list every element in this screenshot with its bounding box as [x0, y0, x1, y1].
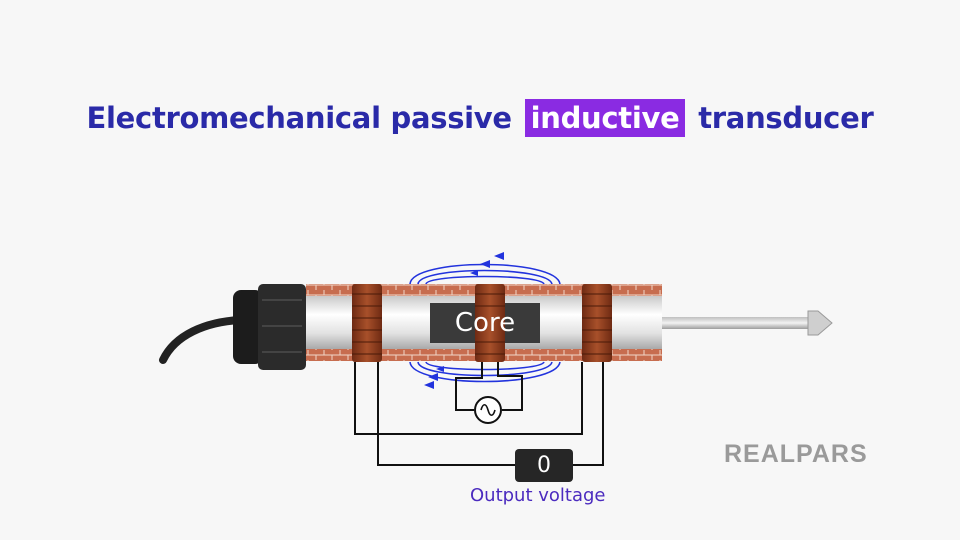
coil-center [475, 284, 505, 362]
field-arrow-icon [424, 366, 444, 389]
output-wiring [354, 362, 604, 466]
excitation-wiring [455, 362, 523, 411]
core-label: Core [454, 308, 516, 338]
title-text-after: transducer [698, 101, 874, 135]
coil-left [352, 284, 382, 362]
field-lines-bottom [409, 361, 561, 383]
title-highlight: inductive [524, 99, 686, 137]
cable [159, 316, 244, 364]
connector-housing [233, 284, 306, 370]
probe-rod [662, 317, 810, 329]
ac-source-icon [474, 396, 502, 424]
field-arrow-icon [470, 252, 504, 276]
output-voltage-label: Output voltage [470, 485, 606, 506]
probe-tip-icon [807, 310, 833, 336]
page-title: Electromechanical passive inductive tran… [0, 99, 960, 137]
brand-logo: REALPARS [724, 440, 868, 468]
coil-right [582, 284, 612, 362]
title-text-before: Electromechanical passive [86, 101, 513, 135]
field-lines-top [409, 263, 561, 285]
output-voltage-meter: 0 [515, 449, 573, 482]
